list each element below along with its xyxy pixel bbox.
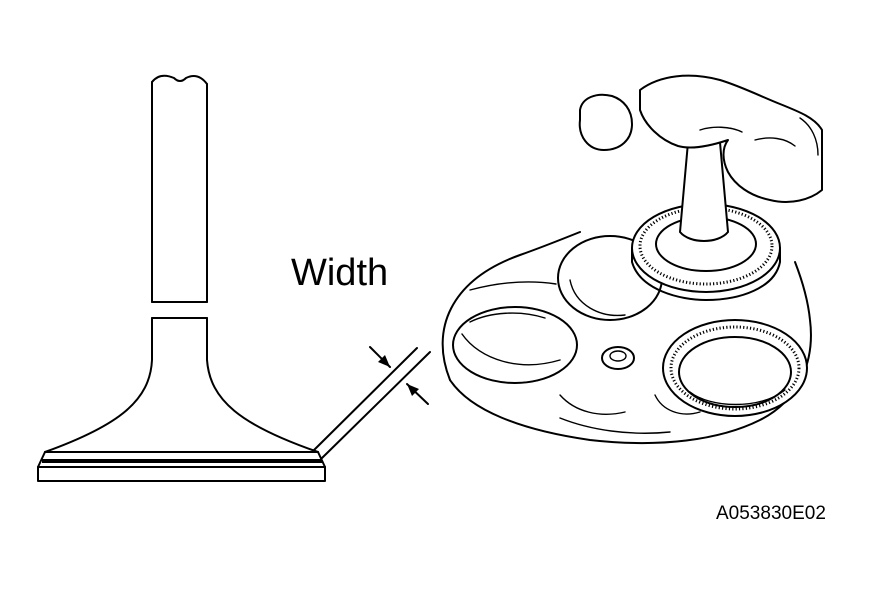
spark-plug-hole (601, 346, 635, 370)
right-valve-port (662, 319, 808, 417)
lapping-tool (578, 74, 823, 301)
engine-valve (37, 74, 326, 482)
width-label: Width (291, 252, 389, 294)
width-dimension (311, 346, 431, 459)
left-valve-port (452, 306, 578, 384)
figure-code: A053830E02 (716, 503, 826, 524)
